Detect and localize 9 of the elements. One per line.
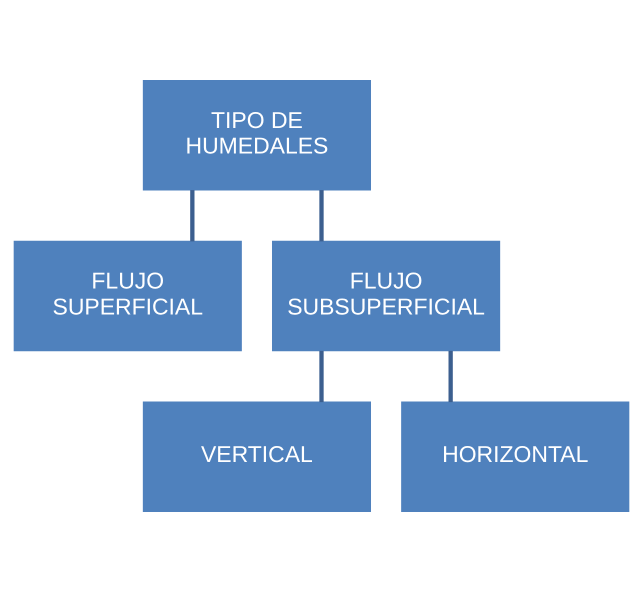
node-box: FLUJO SUBSUPERFICIAL xyxy=(272,240,500,352)
node-box: HORIZONTAL xyxy=(401,401,630,512)
node-box: TIPO DE HUMEDALES xyxy=(142,80,371,191)
connector xyxy=(319,350,324,402)
connector xyxy=(448,350,453,402)
connector xyxy=(319,190,324,242)
node-box: VERTICAL xyxy=(142,401,371,512)
node-box: FLUJO SUPERFICIAL xyxy=(14,240,242,352)
connector xyxy=(190,190,194,242)
